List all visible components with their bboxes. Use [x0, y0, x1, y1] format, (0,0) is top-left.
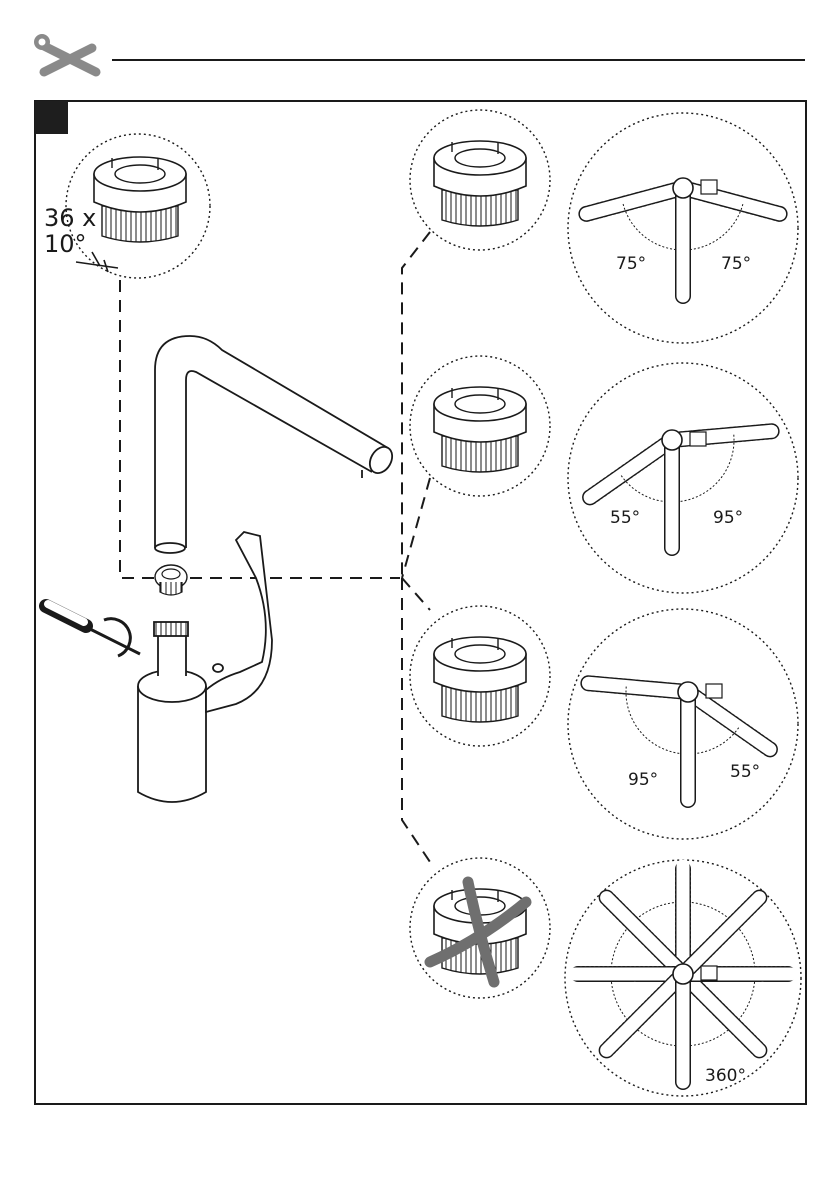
insert-angle-step: 10° [44, 230, 87, 258]
swivel-range-diagram [565, 860, 801, 1096]
option-insert-2 [410, 356, 550, 496]
angle-label-full: 360° [705, 1068, 746, 1085]
connector-line [120, 280, 400, 578]
option-insert-3 [410, 606, 550, 746]
option-insert-1 [410, 110, 550, 250]
small-insert [155, 565, 187, 595]
faucet-spout [155, 336, 397, 553]
swivel-range-diagram [568, 609, 798, 839]
angle-label-right: 95° [713, 510, 743, 527]
angle-label-right: 55° [730, 764, 760, 781]
swivel-range-diagram [568, 363, 798, 593]
branch-connectors [402, 232, 430, 862]
angle-label-left: 75° [616, 256, 646, 273]
swivel-range-diagram [568, 113, 798, 343]
option-insert-4-crossed [410, 858, 550, 998]
angle-label-left: 95° [628, 772, 658, 789]
insert-teeth-count: 36 x [44, 204, 96, 232]
angle-label-left: 55° [610, 510, 640, 527]
insert-detail-circle: 36 x 10° [44, 134, 210, 278]
step-marker [35, 101, 68, 134]
angle-label-right: 75° [721, 256, 751, 273]
screwdriver [46, 604, 140, 656]
wrench-screwdriver-icon [34, 34, 96, 72]
